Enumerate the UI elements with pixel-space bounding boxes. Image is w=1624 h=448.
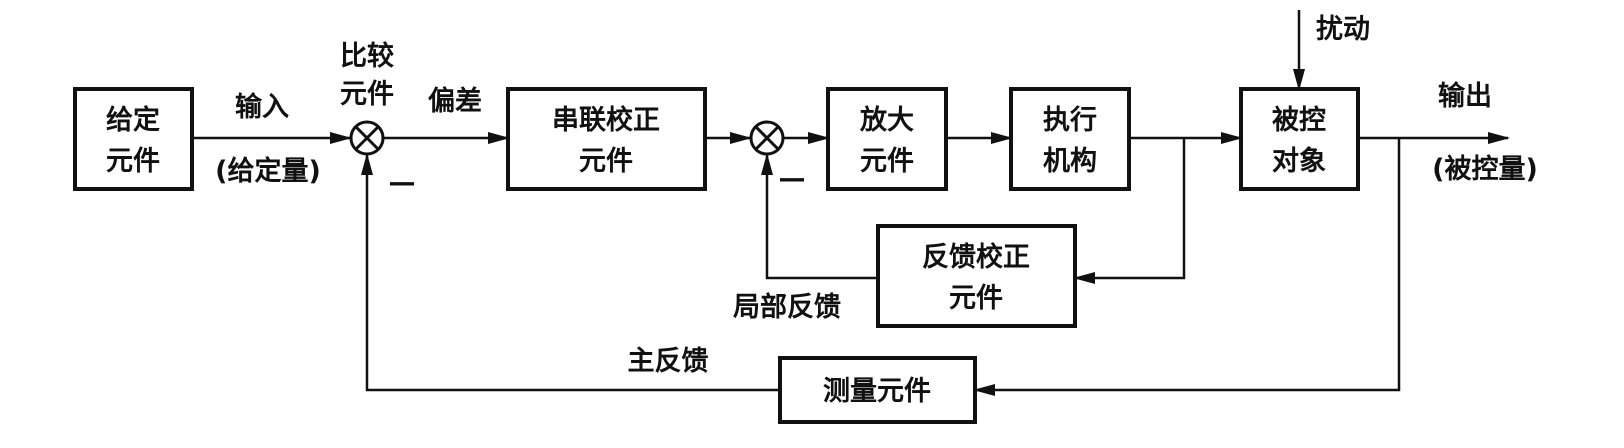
main-feedback-label: 主反馈 xyxy=(628,346,709,377)
amplifier-block: 放大 元件 xyxy=(826,87,948,191)
measurement-line1: 测量元件 xyxy=(823,376,931,407)
plant-block: 被控 对象 xyxy=(1239,87,1360,191)
local-feedback-return xyxy=(761,153,878,280)
actuator-block: 执行 机构 xyxy=(1009,87,1131,191)
actuator-line2: 机构 xyxy=(1043,146,1097,177)
series-correction-block: 串联校正 元件 xyxy=(506,87,707,191)
series-correction-line1: 串联校正 xyxy=(552,104,660,136)
local-feedback-tap xyxy=(1073,138,1186,284)
feedback-correction-line2: 元件 xyxy=(949,283,1003,314)
input-sub-label: (给定量) xyxy=(215,155,321,187)
input-label: 输入 xyxy=(235,91,289,123)
local-summing-junction xyxy=(749,120,785,156)
series-correction-line2: 元件 xyxy=(579,146,633,177)
measurement-block: 测量元件 xyxy=(778,356,977,424)
amplifier-line2: 元件 xyxy=(860,146,914,177)
actuator-line1: 执行 xyxy=(1043,104,1097,136)
main-feedback-return xyxy=(361,153,780,392)
feedback-correction-block: 反馈校正 元件 xyxy=(876,224,1077,328)
main-minus-sign: — xyxy=(389,167,416,198)
local-feedback-label: 局部反馈 xyxy=(733,291,841,323)
amplifier-line1: 放大 xyxy=(859,104,914,136)
error-label: 偏差 xyxy=(428,85,482,117)
feedback-correction-line1: 反馈校正 xyxy=(922,241,1030,273)
comparator-label-line2: 元件 xyxy=(340,79,394,110)
comparator-label-line1: 比较 xyxy=(340,40,394,72)
main-feedback-tap xyxy=(973,138,1401,396)
output-sub-label: (被控量) xyxy=(1432,154,1538,185)
disturbance-label: 扰动 xyxy=(1316,14,1370,45)
plant-line2: 对象 xyxy=(1272,145,1326,177)
setpoint-block-line1: 给定 xyxy=(106,104,160,136)
setpoint-block: 给定 元件 xyxy=(73,87,194,191)
local-minus-sign: — xyxy=(779,163,806,194)
main-summing-junction xyxy=(349,120,385,156)
setpoint-block-line2: 元件 xyxy=(106,146,160,177)
output-label: 输出 xyxy=(1438,80,1492,112)
plant-line1: 被控 xyxy=(1272,105,1326,136)
